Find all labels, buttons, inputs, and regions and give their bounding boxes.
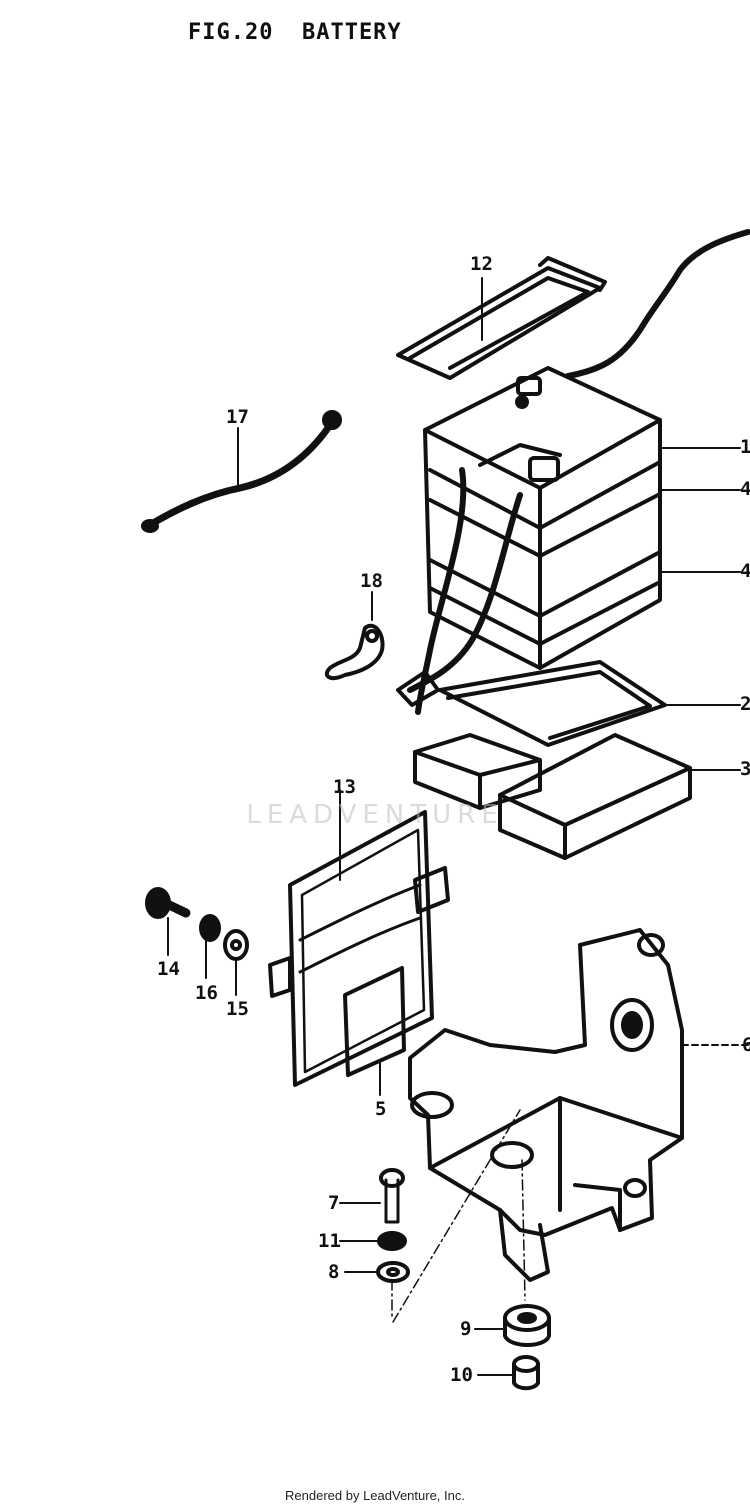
lock-washer-part-16 xyxy=(199,914,221,979)
callout-4-upper: 4 xyxy=(740,478,750,500)
label-part-5 xyxy=(343,966,406,1096)
callout-16: 16 xyxy=(195,982,218,1004)
figure-title: FIG.20 BATTERY xyxy=(188,20,402,45)
watermark: LEADVENTURE xyxy=(246,800,504,830)
assembly-lines xyxy=(391,1109,526,1323)
callout-11: 11 xyxy=(318,1230,341,1252)
callout-18: 18 xyxy=(360,570,383,592)
battery-holder-part-6 xyxy=(408,928,749,1282)
battery-pad-part-2 xyxy=(438,660,667,747)
callout-2: 2 xyxy=(740,693,750,715)
bolt-part-14 xyxy=(145,887,191,956)
callout-8: 8 xyxy=(328,1261,340,1283)
bolt-part-7 xyxy=(339,1168,405,1224)
terminal-part-18 xyxy=(324,591,385,680)
callout-6: 6 xyxy=(742,1034,750,1056)
footer-credit: Rendered by LeadVenture, Inc. xyxy=(285,1488,465,1503)
battery-cable xyxy=(565,229,750,379)
collar-part-10 xyxy=(477,1355,540,1391)
lock-washer-part-11 xyxy=(339,1231,407,1251)
callout-10: 10 xyxy=(450,1364,473,1386)
callout-5: 5 xyxy=(375,1098,387,1120)
callout-15: 15 xyxy=(226,998,249,1020)
leader-lines xyxy=(237,277,741,771)
callout-9: 9 xyxy=(460,1318,472,1340)
callout-13: 13 xyxy=(333,776,356,798)
battery-strap-part-12 xyxy=(396,256,607,380)
ground-lead-part-17 xyxy=(141,410,342,533)
washer-part-15 xyxy=(223,929,249,996)
callout-14: 14 xyxy=(157,958,180,980)
callout-3: 3 xyxy=(740,758,750,780)
callout-4-lower: 4 xyxy=(740,560,750,582)
battery-part-1 xyxy=(423,366,662,670)
callout-7: 7 xyxy=(328,1192,340,1214)
callout-1: 1 xyxy=(740,436,750,458)
washer-part-8 xyxy=(344,1261,410,1283)
callout-12: 12 xyxy=(470,253,493,275)
cushion-rubber-part-9 xyxy=(474,1304,551,1347)
callout-17: 17 xyxy=(226,406,249,428)
cushion-set-part-3 xyxy=(413,733,692,860)
cover-plate-part-13 xyxy=(268,789,450,1087)
